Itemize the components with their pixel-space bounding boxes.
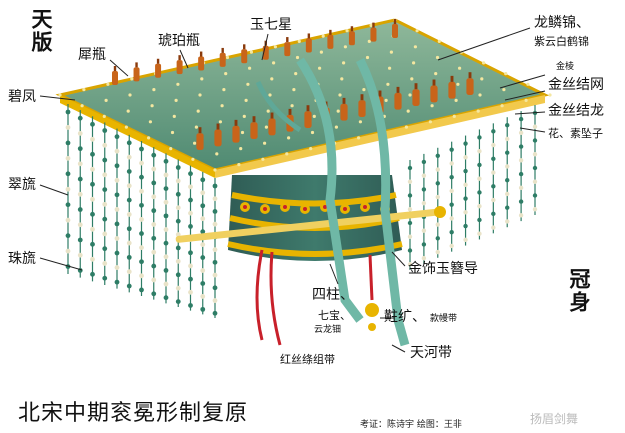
hong-si-zu-dai-label: 红丝绦组带	[280, 353, 335, 366]
tian-kuang-label: 黈纩、	[384, 309, 426, 325]
figure-caption: 北宋中期衮冕形制复原	[18, 401, 249, 426]
tianban-title: 天版	[29, 8, 53, 54]
leader-lines	[39, 27, 546, 353]
cui-liu-label: 翠旒	[8, 177, 36, 193]
jin-si-jie-wang-label: 金丝结网	[548, 77, 604, 93]
jin-si-jie-long-label: 金丝结龙	[548, 103, 604, 119]
kuan-man-dai-label: 款幔带	[430, 314, 458, 324]
si-zhu-label: 四柱、	[312, 287, 354, 303]
qi-bao-label: 七宝、	[318, 309, 351, 322]
yun-long-dian-label: 云龙钿	[314, 325, 342, 335]
xi-ping-label: 犀瓶	[78, 47, 106, 63]
zi-yun-bai-he-jin-label: 紫云白鹤锦	[534, 35, 589, 48]
tianhe-band	[255, 57, 410, 347]
top-board	[55, 18, 552, 178]
guanshen-title: 冠身	[567, 268, 591, 314]
bi-feng-label: 碧凤	[8, 89, 36, 105]
jin-shi-yu-zandao-label: 金饰玉簪导	[408, 261, 478, 277]
zhu-liu-label: 珠旒	[8, 251, 36, 267]
credit-line: 考证：陈诗宇 绘图：王非	[360, 420, 462, 430]
hua-su-zhuizi-label: 花、素坠子	[548, 127, 603, 140]
yu-qixing-label: 玉七星	[250, 17, 292, 33]
hanging-tassels	[65, 104, 538, 318]
watermark: 扬眉剑舞	[530, 412, 579, 426]
jin-leng-label: 金棱	[556, 62, 575, 72]
hupo-ping-label: 琥珀瓶	[158, 33, 200, 49]
jade-hairpin	[175, 206, 446, 243]
crown-body	[227, 175, 403, 261]
tian-he-dai-label: 天河带	[410, 345, 452, 361]
long-lin-jin-label: 龙鳞锦、	[534, 15, 590, 31]
red-cords	[255, 249, 379, 346]
